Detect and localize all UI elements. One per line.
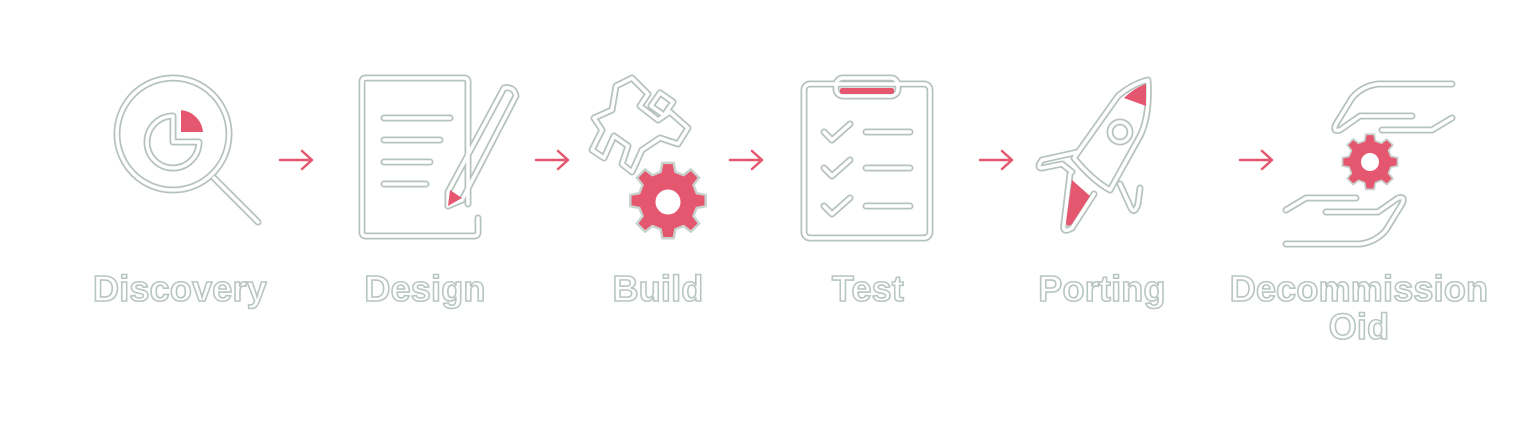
arrow-right-icon — [534, 149, 570, 171]
step-label: Decommission Oid — [1229, 268, 1489, 347]
arrow-right-icon — [728, 149, 764, 171]
step-label: Design — [364, 268, 487, 309]
rocket-icon — [1035, 76, 1152, 234]
clipboard-checklist-icon — [800, 74, 934, 242]
step-label: Discovery — [92, 268, 267, 309]
step-label: Porting — [1037, 268, 1166, 309]
arrow-right-icon — [978, 149, 1014, 171]
magnifier-pie-chart-icon — [113, 74, 262, 226]
step-label: Test — [831, 268, 905, 309]
step-label: Build — [612, 268, 704, 309]
hands-gear-icon — [1282, 80, 1456, 248]
wrench-gear-icon — [588, 74, 707, 240]
document-pencil-icon — [358, 74, 520, 240]
arrow-right-icon — [278, 149, 314, 171]
arrow-right-icon — [1238, 149, 1274, 171]
